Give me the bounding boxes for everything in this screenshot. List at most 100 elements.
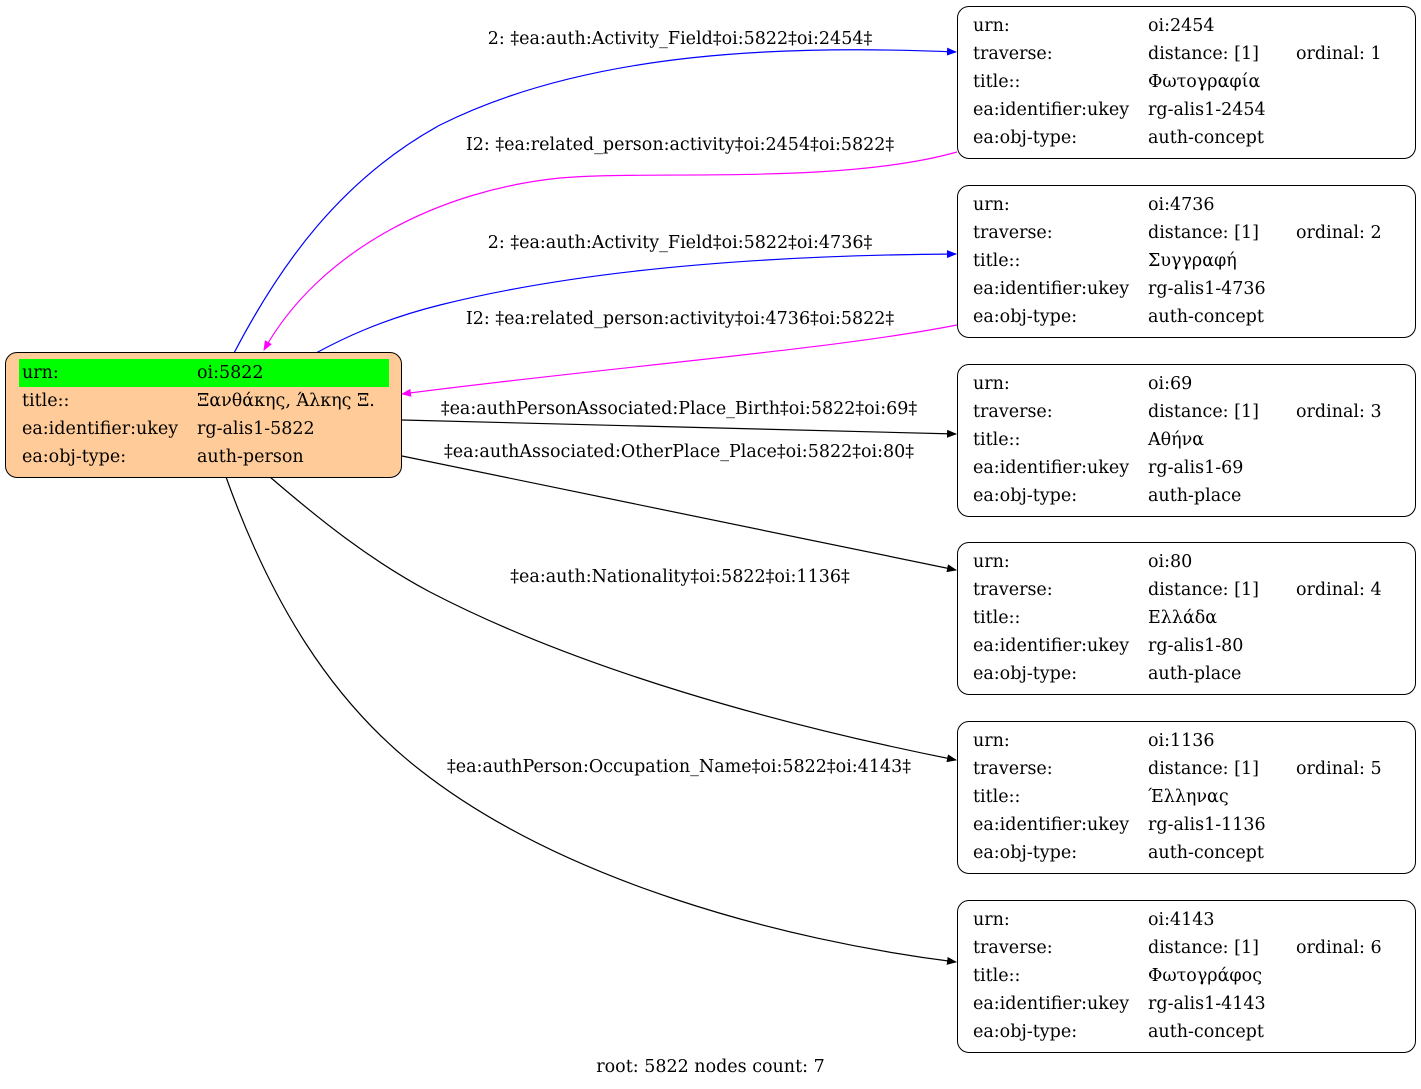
row-key: ea:obj-type: [973,307,1078,327]
row-key: traverse: [973,759,1053,779]
row-value: rg-alis1-5822 [197,419,315,439]
row-value: Αθήνα [1148,430,1205,450]
row-key: ea:obj-type: [973,128,1078,148]
row-key: ea:obj-type: [973,843,1078,863]
edge-nationality-1136 [269,476,957,763]
row-value: rg-alis1-1136 [1148,815,1266,835]
edge-label: ‡ea:authPerson:Occupation_Name‡oi:5822‡o… [447,757,911,777]
row-key: traverse: [973,223,1053,243]
row-key: urn: [973,552,1010,572]
row-value: Έλληνας [1148,787,1229,807]
graph-footer: root: 5822 nodes count: 7 [596,1057,825,1077]
row-value: auth-person [197,447,304,467]
graph-node-oi-80[interactable]: urn: oi:80 traverse: distance: [1] ordin… [957,542,1416,695]
row-value: rg-alis1-69 [1148,458,1244,478]
row-key: title:: [973,608,1021,628]
row-value: Ελλάδα [1148,608,1218,628]
row-key: ea:identifier:ukey [973,636,1130,656]
graph-node-oi-4736[interactable]: urn: oi:4736 traverse: distance: [1] ord… [957,185,1416,338]
row-value: rg-alis1-4736 [1148,279,1266,299]
row-value: rg-alis1-4143 [1148,994,1266,1014]
row-extra: ordinal: 3 [1296,402,1382,422]
row-value: oi:80 [1148,552,1193,572]
root-row-ukey: ea:identifier:ukey rg-alis1-5822 [6,415,403,443]
row-value: distance: [1] [1148,402,1259,422]
edge-label: 2: ‡ea:auth:Activity_Field‡oi:5822‡oi:47… [487,233,873,253]
row-value: oi:4736 [1148,195,1215,215]
row-value: oi:5822 [194,359,389,387]
row-key: ea:obj-type: [973,1022,1078,1042]
row-extra: ordinal: 6 [1296,938,1382,958]
row-value: distance: [1] [1148,938,1259,958]
row-key: urn: [973,731,1010,751]
edge-label: I2: ‡ea:related_person:activity‡oi:2454‡… [465,135,895,155]
edge-label: 2: ‡ea:auth:Activity_Field‡oi:5822‡oi:24… [487,29,873,49]
row-key: title:: [973,72,1021,92]
row-key: urn: [973,195,1010,215]
row-key: ea:identifier:ukey [973,994,1130,1014]
row-key: ea:identifier:ukey [22,419,179,439]
edge-label: ‡ea:authPersonAssociated:Place_Birth‡oi:… [440,399,918,419]
edge-label: ‡ea:auth:Nationality‡oi:5822‡oi:1136‡ [510,567,850,587]
row-value: oi:1136 [1148,731,1215,751]
row-key: ea:obj-type: [973,486,1078,506]
row-value: Φωτογράφος [1148,966,1262,986]
row-value: auth-concept [1148,128,1264,148]
row-key: ea:identifier:ukey [973,458,1130,478]
row-key: title:: [973,251,1021,271]
edge-place-birth-69 [401,419,957,438]
row-value: auth-concept [1148,307,1264,327]
row-key: ea:obj-type: [973,664,1078,684]
row-key: traverse: [973,402,1053,422]
row-extra: ordinal: 1 [1296,44,1382,64]
row-value: auth-concept [1148,1022,1264,1042]
row-key: urn: [19,359,194,387]
row-extra: ordinal: 5 [1296,759,1382,779]
row-value: oi:4143 [1148,910,1215,930]
row-key: title:: [22,391,70,411]
row-value: distance: [1] [1148,223,1259,243]
edge-other-place-80 [401,455,957,573]
graph-node-oi-2454[interactable]: urn: oi:2454 traverse: distance: [1] ord… [957,6,1416,159]
edge-label: I2: ‡ea:related_person:activity‡oi:4736‡… [465,309,895,329]
graph-node-oi-4143[interactable]: urn: oi:4143 traverse: distance: [1] ord… [957,900,1416,1053]
row-extra: ordinal: 2 [1296,223,1382,243]
root-node[interactable]: urn: oi:5822 title:: Ξανθάκης, Άλκης Ξ. … [5,352,402,478]
root-row-objtype: ea:obj-type: auth-person [6,443,403,471]
row-key: urn: [973,16,1010,36]
row-key: title:: [973,966,1021,986]
row-extra: ordinal: 4 [1296,580,1382,600]
row-key: traverse: [973,580,1053,600]
row-key: ea:identifier:ukey [973,815,1130,835]
row-value: distance: [1] [1148,580,1259,600]
row-value: Φωτογραφία [1148,72,1261,92]
row-value: oi:2454 [1148,16,1215,36]
row-value: Ξανθάκης, Άλκης Ξ. [197,391,375,411]
edge-related-activity-4736 [401,324,958,397]
row-key: ea:identifier:ukey [973,279,1130,299]
row-value: auth-place [1148,486,1242,506]
row-value: Συγγραφή [1148,251,1237,271]
edge-activity-field-2454 [233,47,957,354]
graph-node-oi-69[interactable]: urn: oi:69 traverse: distance: [1] ordin… [957,364,1416,517]
row-value: oi:69 [1148,374,1193,394]
row-value: distance: [1] [1148,44,1259,64]
edge-label: ‡ea:authAssociated:OtherPlace_Place‡oi:5… [443,442,915,462]
row-value: rg-alis1-2454 [1148,100,1266,120]
row-value: distance: [1] [1148,759,1259,779]
row-key: traverse: [973,44,1053,64]
row-key: ea:identifier:ukey [973,100,1130,120]
row-value: rg-alis1-80 [1148,636,1244,656]
row-key: title:: [973,787,1021,807]
row-key: title:: [973,430,1021,450]
graph-node-oi-1136[interactable]: urn: oi:1136 traverse: distance: [1] ord… [957,721,1416,874]
root-row-urn: urn: oi:5822 [6,359,403,387]
row-key: urn: [973,910,1010,930]
row-value: auth-concept [1148,843,1264,863]
edge-occupation-4143 [225,476,957,965]
row-key: urn: [973,374,1010,394]
edge-activity-field-4736 [315,250,957,354]
edge-related-activity-2454 [263,151,958,351]
row-value: auth-place [1148,664,1242,684]
